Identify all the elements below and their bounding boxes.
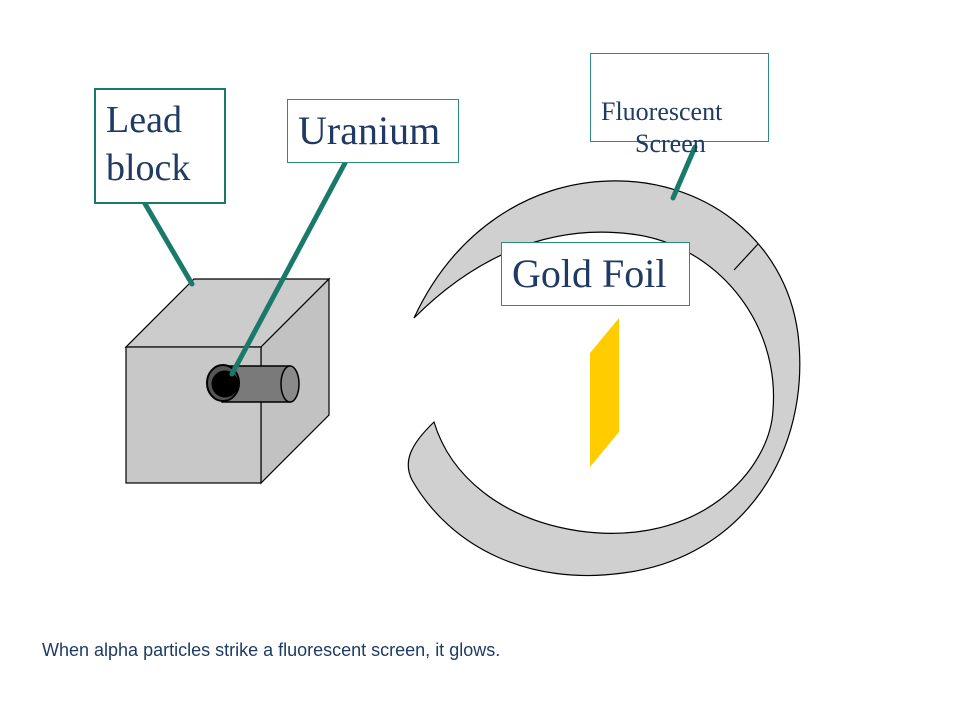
- caption: When alpha particles strike a fluorescen…: [42, 640, 501, 660]
- gold-foil: [590, 318, 619, 467]
- screen-leader: [670, 144, 698, 201]
- fluorescent-screen-label-line1: Fluorescent: [601, 97, 723, 126]
- uranium-barrel-end: [280, 365, 300, 403]
- fluorescent-screen: [407, 180, 801, 577]
- leader-lines: [141, 144, 698, 377]
- uranium-source: [206, 364, 300, 403]
- lead-block-label: Lead block: [94, 88, 226, 204]
- fluorescent-screen-label-line2: Screen: [635, 129, 706, 158]
- fluorescent-screen-seam: [733, 243, 759, 271]
- lead-block-leader: [141, 199, 195, 287]
- gold-foil-label: Gold Foil: [501, 242, 690, 306]
- fluorescent-screen-band: [407, 180, 801, 577]
- uranium-label: Uranium: [287, 99, 459, 163]
- fluorescent-screen-label: Fluorescent Screen: [590, 53, 769, 158]
- uranium-leader: [229, 160, 348, 377]
- uranium-sample: [211, 370, 239, 398]
